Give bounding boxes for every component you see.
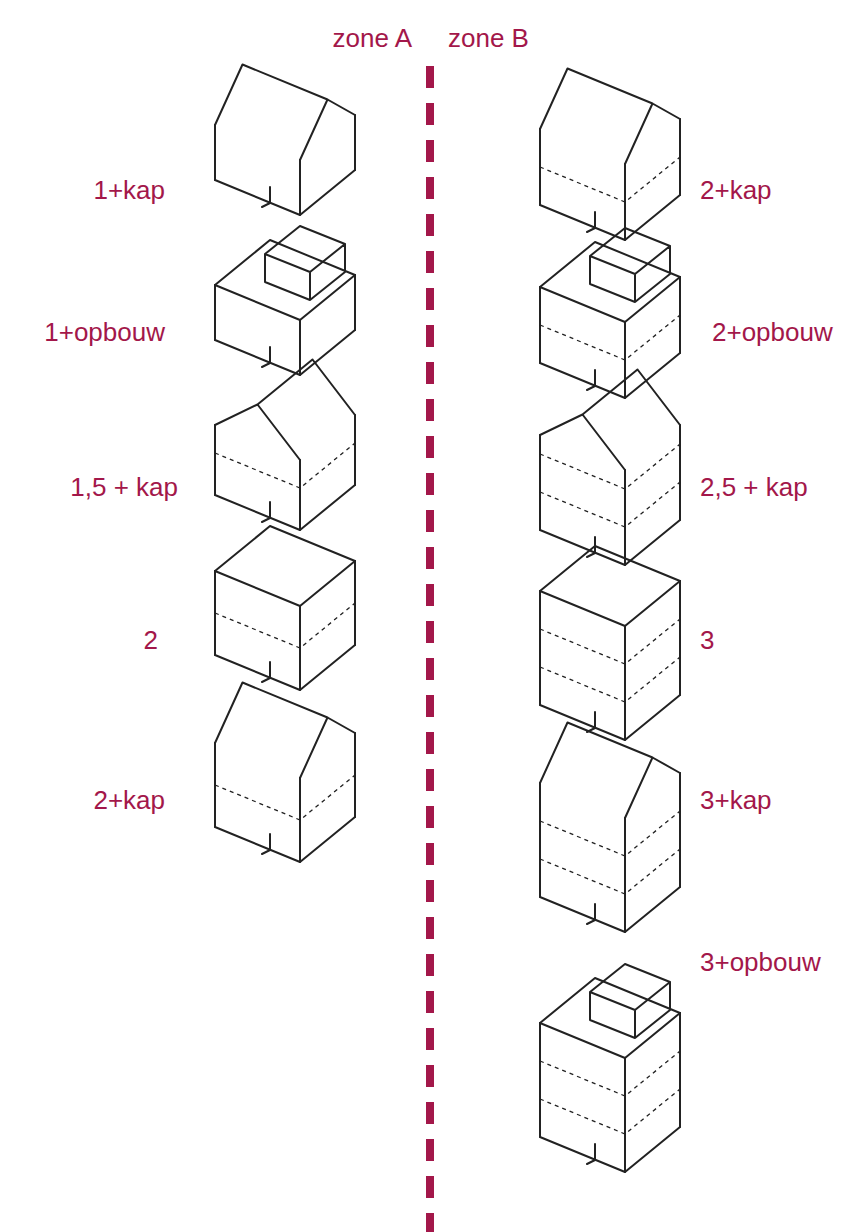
variant-label: 2+opbouw — [712, 318, 833, 347]
house-2-kap — [215, 683, 355, 863]
variant-label: 3+kap — [700, 786, 772, 815]
variant-label: 1+kap — [93, 176, 165, 205]
variant-label: 2,5 + kap — [700, 473, 808, 502]
house-2 — [215, 526, 355, 690]
variant-label: 3+opbouw — [700, 948, 821, 977]
house-3 — [540, 546, 680, 740]
house-3-kap — [540, 723, 680, 933]
zone-label: zone B — [448, 24, 529, 53]
variant-label: 1,5 + kap — [70, 473, 178, 502]
house-1-5-kap — [215, 360, 355, 531]
variant-label: 2 — [144, 626, 158, 655]
zone-divider — [426, 66, 434, 1232]
house-3-opbouw — [540, 964, 680, 1172]
house-2-5-kap — [540, 370, 680, 566]
variant-label: 2+kap — [700, 176, 772, 205]
zone-label: zone A — [332, 24, 412, 53]
house-1-opbouw — [215, 226, 355, 375]
house-2-kap-b — [540, 69, 680, 241]
house-2-opbouw — [540, 228, 680, 398]
variant-label: 3 — [700, 626, 714, 655]
variant-label: 2+kap — [93, 786, 165, 815]
variant-label: 1+opbouw — [44, 318, 165, 347]
house-1-kap — [215, 65, 355, 216]
